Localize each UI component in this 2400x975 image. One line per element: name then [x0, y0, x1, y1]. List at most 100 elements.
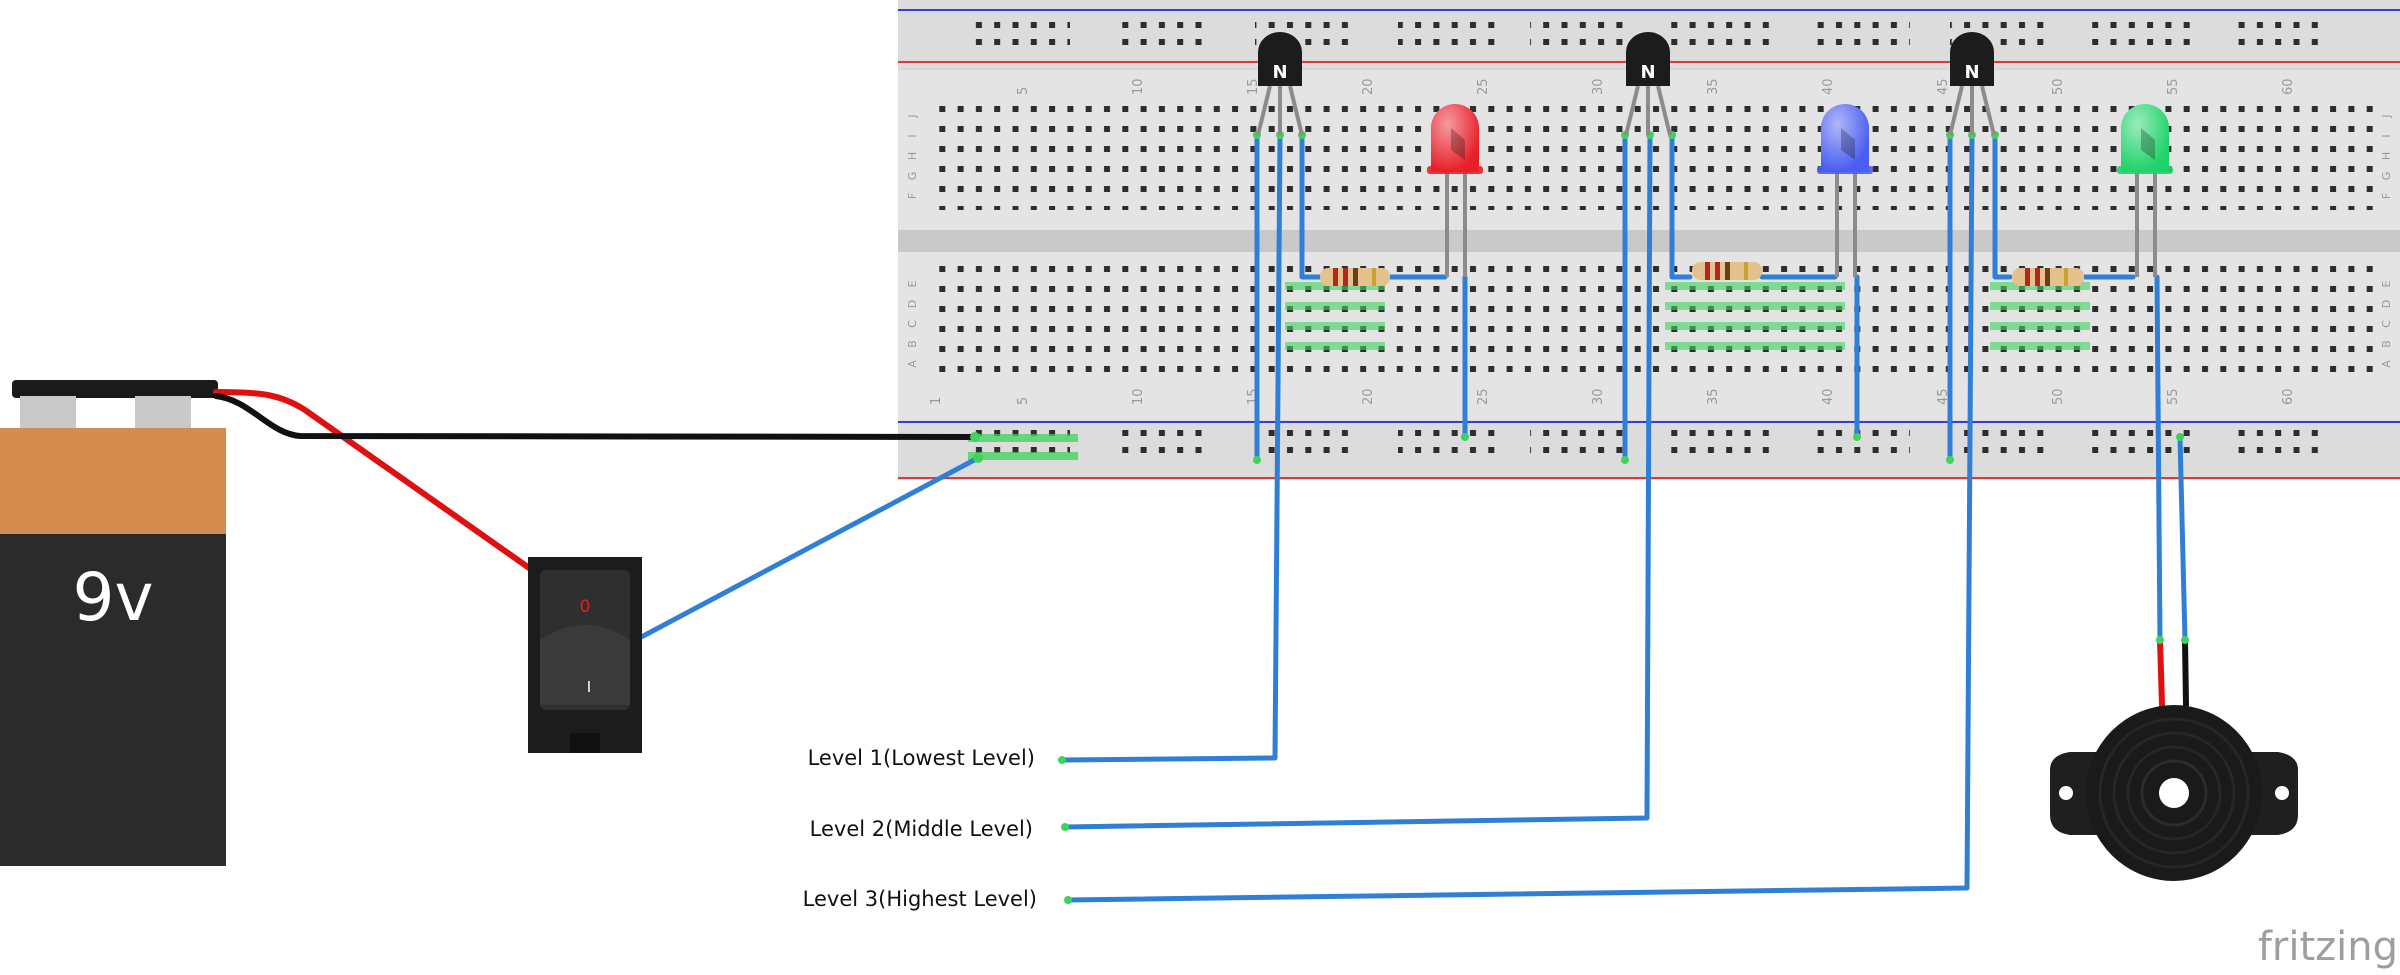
transistor-body	[1258, 32, 1302, 86]
wires	[213, 132, 2189, 903]
row-letter: D	[906, 300, 919, 308]
led-1	[1427, 104, 1483, 277]
row-letter: B	[906, 340, 919, 348]
row-letter: B	[2380, 340, 2393, 348]
top-rail-holes	[970, 14, 2330, 50]
column-number-top: 25	[1476, 78, 1491, 95]
lower-terminal-holes	[928, 266, 2384, 378]
transistor-mark: N	[1272, 62, 1287, 83]
battery-terminal-positive	[135, 396, 191, 430]
leds	[1427, 104, 2173, 277]
row-letter: A	[906, 360, 919, 368]
transistor-1: N	[1256, 32, 1304, 136]
buzzer-center-hole	[2159, 778, 2189, 808]
transistor-3: N	[1948, 32, 1996, 136]
wire-t1-collector	[1299, 132, 1323, 280]
row-letter: G	[906, 172, 919, 181]
column-number-bottom: 1	[929, 397, 944, 405]
wire-led3-buzzer	[2154, 274, 2163, 643]
column-number-top: 15	[1246, 78, 1261, 95]
battery-9v: 9v	[0, 380, 226, 866]
row-letter: H	[906, 152, 919, 160]
switch-off-mark: 0	[580, 597, 591, 617]
transistor-body	[1950, 32, 1994, 86]
column-number-bottom: 55	[2166, 388, 2181, 405]
transistor-body	[1626, 32, 1670, 86]
rocker-switch[interactable]: 0 I	[528, 557, 642, 753]
level3-label: Level 3(Highest Level)	[803, 887, 1037, 911]
row-letter: J	[2380, 114, 2393, 118]
row-letter: F	[2380, 193, 2393, 199]
column-number-bottom: 25	[1476, 388, 1491, 405]
wire-level3	[1065, 132, 1975, 903]
row-letter: I	[906, 134, 919, 137]
row-letters-left: J I H G F E D C B A	[906, 114, 919, 367]
column-number-bottom: 5	[1016, 397, 1031, 405]
transistor-mark: N	[1640, 62, 1655, 83]
led-3	[2117, 104, 2173, 277]
column-number-top: 55	[2166, 78, 2181, 95]
transistor-2: N	[1624, 32, 1672, 136]
piezo-buzzer	[2050, 705, 2298, 881]
row-letter: I	[2380, 134, 2393, 137]
wire-t3-collector	[1992, 132, 2013, 280]
battery-terminal-negative	[20, 396, 76, 430]
row-letter: C	[906, 320, 919, 328]
level2-label: Level 2(Middle Level)	[810, 817, 1033, 841]
row-letter: J	[906, 114, 919, 118]
level-labels: Level 1(Lowest Level) Level 2(Middle Lev…	[803, 746, 1037, 911]
row-letter: H	[2380, 152, 2393, 160]
column-number-bottom: 10	[1131, 388, 1146, 405]
battery-top-band	[0, 428, 226, 536]
row-letter: G	[2380, 172, 2393, 181]
buzzer-lead-negative	[2182, 637, 2189, 708]
level1-label: Level 1(Lowest Level)	[808, 746, 1035, 770]
row-letter: E	[2380, 280, 2393, 287]
resistor-3	[2012, 268, 2084, 286]
column-number-bottom: 50	[2051, 388, 2066, 405]
row-letter: A	[2380, 360, 2393, 368]
wire-battery-positive	[213, 389, 535, 573]
column-number-top: 35	[1706, 78, 1721, 95]
column-number-top: 20	[1361, 78, 1376, 95]
column-number-top: 60	[2281, 78, 2296, 95]
wire-rail-buzzer	[2177, 434, 2188, 643]
resistor-1	[1320, 268, 1390, 286]
wire-t2-collector	[1669, 132, 1693, 280]
bottom-rail-holes	[970, 428, 2330, 464]
wire-switch-to-rail	[580, 455, 981, 671]
switch-on-mark: I	[587, 678, 591, 696]
battery-snap-cap	[12, 380, 218, 398]
row-letter: F	[906, 193, 919, 199]
column-number-bottom: 20	[1361, 388, 1376, 405]
column-number-bottom: 40	[1821, 388, 1836, 405]
row-letter: C	[2380, 320, 2393, 328]
resistors	[1320, 262, 2084, 286]
wire-battery-negative	[213, 393, 978, 440]
wire-level2	[1062, 132, 1653, 830]
column-number-top: 50	[2051, 78, 2066, 95]
column-number-top: 30	[1591, 78, 1606, 95]
column-numbers-top: 5 10 15 20 25 30 35 40 45 50 55 60	[1016, 78, 2296, 95]
battery-label: 9v	[72, 559, 153, 636]
column-number-bottom: 60	[2281, 388, 2296, 405]
row-letters-right: J I H G F E D C B A	[2380, 114, 2393, 367]
column-number-top: 5	[1016, 87, 1031, 95]
column-number-bottom: 45	[1936, 388, 1951, 405]
row-letter: E	[906, 280, 919, 287]
wire-level1	[1059, 132, 1283, 763]
transistor-mark: N	[1964, 62, 1979, 83]
buzzer-lead-positive	[2157, 637, 2165, 708]
battery-body	[0, 534, 226, 866]
column-number-top: 45	[1936, 78, 1951, 95]
led-2	[1817, 104, 1873, 277]
row-letter: D	[2380, 300, 2393, 308]
column-number-bottom: 30	[1591, 388, 1606, 405]
column-number-top: 10	[1131, 78, 1146, 95]
column-number-top: 40	[1821, 78, 1836, 95]
column-number-bottom: 35	[1706, 388, 1721, 405]
fritzing-logo: fritzing	[2258, 924, 2398, 970]
